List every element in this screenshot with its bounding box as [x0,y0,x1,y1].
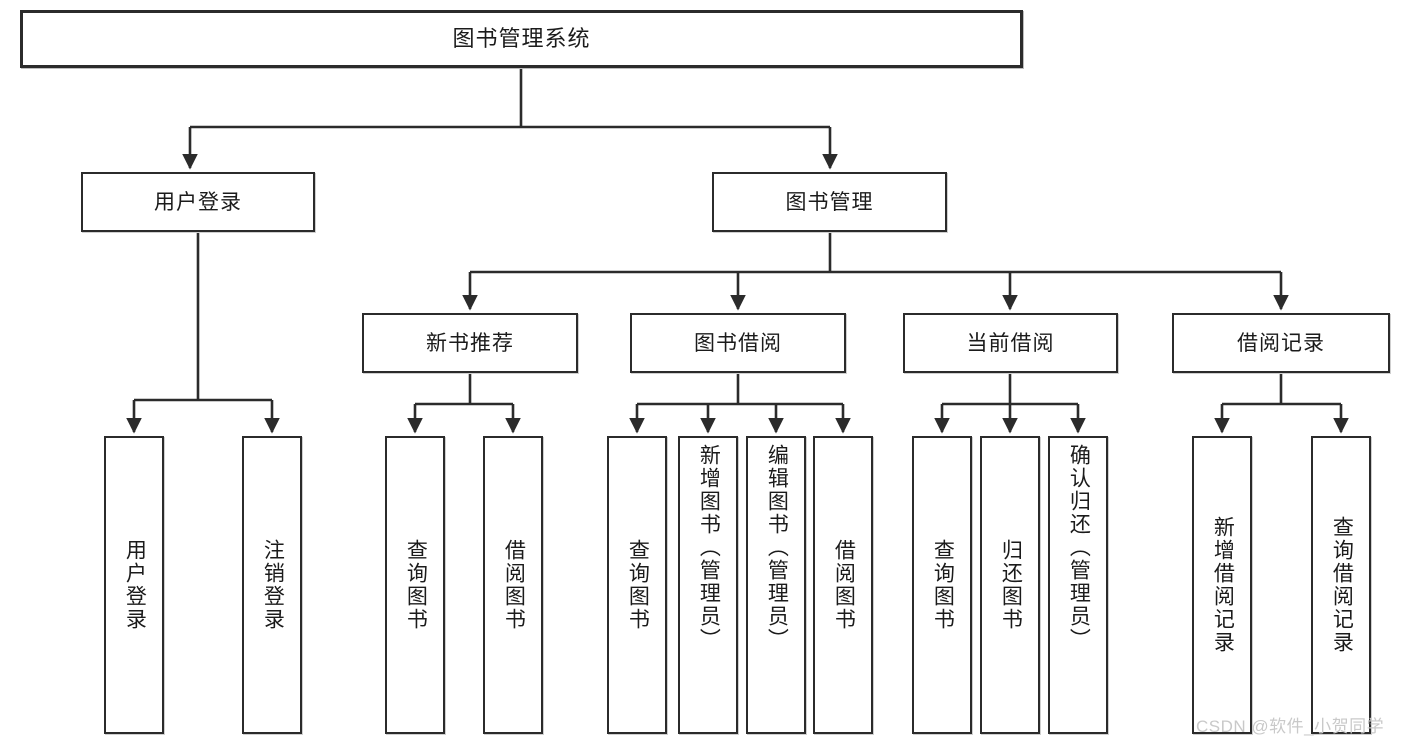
leaf-borrow-book[interactable]: 借阅图书 [813,436,873,734]
node-label: 借阅记录 [1237,331,1325,355]
node-new-book-recommend[interactable]: 新书推荐 [362,313,578,373]
leaf-label: 借阅图书 [832,539,856,631]
leaf-label: 借阅图书 [502,539,526,631]
node-book-borrow[interactable]: 图书借阅 [630,313,846,373]
node-label: 新书推荐 [426,331,514,355]
node-label: 图书管理系统 [452,26,591,51]
leaf-confirm-return-admin[interactable]: 确认归还（管理员） [1048,436,1108,734]
leaf-label: 新增借阅记录 [1211,516,1235,654]
node-label: 图书管理 [785,190,874,214]
node-label: 用户登录 [154,190,242,214]
node-book-management[interactable]: 图书管理 [712,172,947,232]
leaf-label: 查询图书 [404,539,428,631]
leaf-logout[interactable]: 注销登录 [242,436,302,734]
leaf-query-borrow-record[interactable]: 查询借阅记录 [1311,436,1371,734]
node-root-book-management-system[interactable]: 图书管理系统 [20,10,1023,68]
leaf-label: 用户登录 [123,539,147,631]
leaf-label: 查询图书 [626,539,650,631]
leaf-query-book-borrow[interactable]: 查询图书 [607,436,667,734]
leaf-return-book[interactable]: 归还图书 [980,436,1040,734]
leaf-label: 查询借阅记录 [1330,516,1354,654]
leaf-label: 确认归还（管理员） [1067,444,1091,651]
leaf-label: 归还图书 [999,539,1023,631]
leaf-add-borrow-record[interactable]: 新增借阅记录 [1192,436,1252,734]
node-borrow-record[interactable]: 借阅记录 [1172,313,1390,373]
leaf-borrow-book-recommend[interactable]: 借阅图书 [483,436,543,734]
leaf-add-book-admin[interactable]: 新增图书（管理员） [678,436,738,734]
leaf-label: 注销登录 [261,539,285,631]
leaf-label: 编辑图书（管理员） [765,444,789,651]
node-label: 当前借阅 [966,331,1055,355]
leaf-edit-book-admin[interactable]: 编辑图书（管理员） [746,436,806,734]
leaf-query-book-recommend[interactable]: 查询图书 [385,436,445,734]
leaf-label: 查询图书 [931,539,955,631]
node-current-borrow[interactable]: 当前借阅 [903,313,1118,373]
leaf-label: 新增图书（管理员） [697,444,721,651]
leaf-query-book-current[interactable]: 查询图书 [912,436,972,734]
csdn-watermark: CSDN @软件_小贺同学 [1196,717,1385,736]
leaf-user-login[interactable]: 用户登录 [104,436,164,734]
node-label: 图书借阅 [694,331,782,355]
node-user-login[interactable]: 用户登录 [81,172,315,232]
